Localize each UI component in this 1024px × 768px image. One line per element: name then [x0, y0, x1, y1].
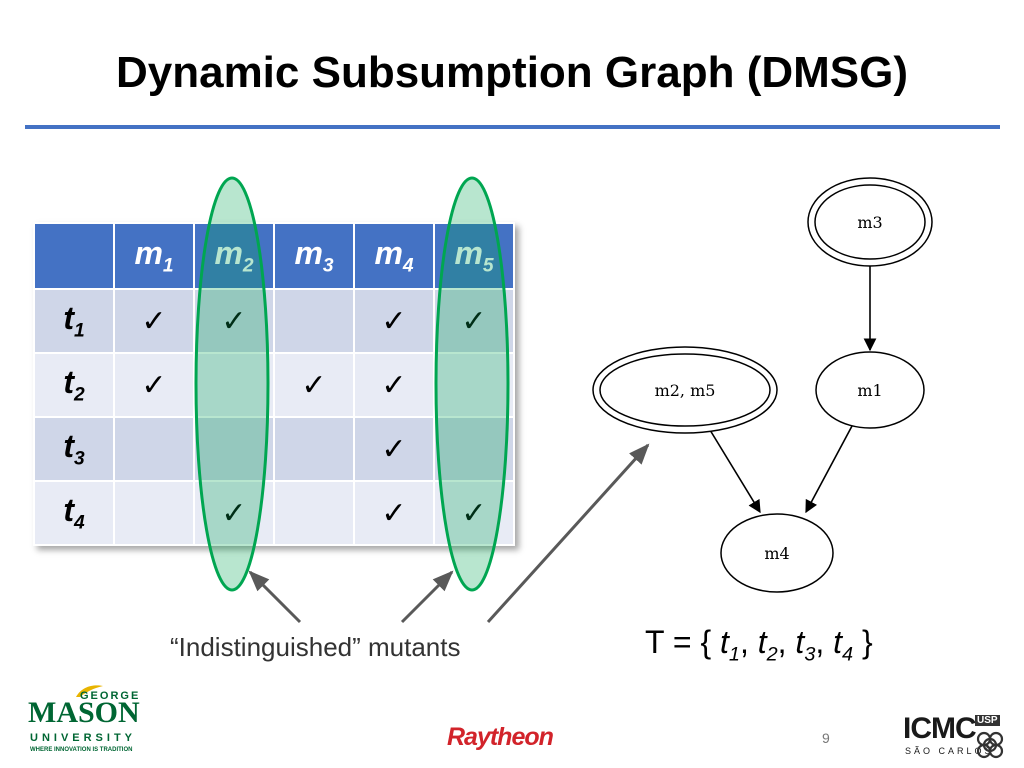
callout-arrow — [486, 443, 650, 624]
matrix-cell — [113, 416, 195, 482]
indistinguished-caption: “Indistinguished” mutants — [170, 632, 461, 662]
callout-arrow — [248, 570, 302, 624]
usp-seal-icon — [976, 731, 1004, 759]
graph-edge — [709, 429, 761, 514]
graph-edge — [805, 425, 853, 514]
graph-node-m3: m3 — [807, 177, 933, 267]
matrix-row-t2: t2 ✓ ✓ ✓ — [33, 352, 515, 418]
matrix-cell: ✓ — [353, 480, 435, 546]
graph-node-label: m3 — [857, 213, 882, 232]
matrix-cell — [273, 416, 355, 482]
graph-node-m1: m1 — [815, 351, 925, 429]
matrix-cell: ✓ — [113, 288, 195, 354]
slide-title: Dynamic Subsumption Graph (DMSG) — [115, 48, 909, 97]
matrix-cell: ✓ — [353, 352, 435, 418]
highlight-oval-m5 — [434, 176, 510, 592]
graph-node-label: m2, m5 — [655, 381, 716, 400]
matrix-cell: ✓ — [273, 352, 355, 418]
matrix-row-t4: t4 ✓ ✓ ✓ — [33, 480, 515, 546]
matrix-cell: ✓ — [193, 480, 275, 546]
matrix-cell — [273, 288, 355, 354]
matrix-cell — [113, 480, 195, 546]
matrix-cell: ✓ — [193, 288, 275, 354]
mutation-matrix: m1 m2 m3 m4 m5 t1 ✓ ✓ ✓ ✓ t2 ✓ ✓ ✓ t3 ✓ … — [33, 222, 515, 546]
col-header-m4: m4 — [353, 222, 435, 290]
gmu-leaf-icon — [76, 685, 103, 697]
matrix-cell — [193, 352, 275, 418]
raytheon-logo: Raytheon — [447, 723, 554, 751]
row-header-t4: t4 — [33, 480, 115, 546]
page-number: 9 — [822, 730, 830, 746]
icmc-logo: ICMC USP SÃO CARLOS — [895, 712, 1010, 764]
matrix-cell: ✓ — [433, 288, 515, 354]
matrix-cell — [433, 352, 515, 418]
matrix-row-t1: t1 ✓ ✓ ✓ ✓ — [33, 288, 515, 354]
callout-arrow — [400, 570, 454, 624]
col-header-m3: m3 — [273, 222, 355, 290]
matrix-cell: ✓ — [353, 416, 435, 482]
graph-node-m2-m5: m2, m5 — [592, 346, 778, 434]
title-rule — [25, 125, 1000, 129]
row-header-t3: t3 — [33, 416, 115, 482]
row-header-t1: t1 — [33, 288, 115, 354]
graph-node-label: m1 — [857, 381, 882, 400]
gmu-logo: GEORGE MASON UNIVERSITY WHERE INNOVATION… — [28, 685, 140, 760]
highlight-oval-m2 — [194, 176, 270, 592]
matrix-cell — [193, 416, 275, 482]
matrix-cell — [433, 416, 515, 482]
matrix-corner-cell — [33, 222, 115, 290]
row-header-t2: t2 — [33, 352, 115, 418]
graph-node-label: m4 — [764, 544, 789, 563]
matrix-cell: ✓ — [353, 288, 435, 354]
matrix-cell: ✓ — [113, 352, 195, 418]
matrix-cell — [273, 480, 355, 546]
graph-node-m4: m4 — [720, 513, 834, 593]
col-header-m1: m1 — [113, 222, 195, 290]
matrix-row-t3: t3 ✓ — [33, 416, 515, 482]
test-set-expression: T = { t1, t2, t3, t4 } — [645, 624, 873, 666]
